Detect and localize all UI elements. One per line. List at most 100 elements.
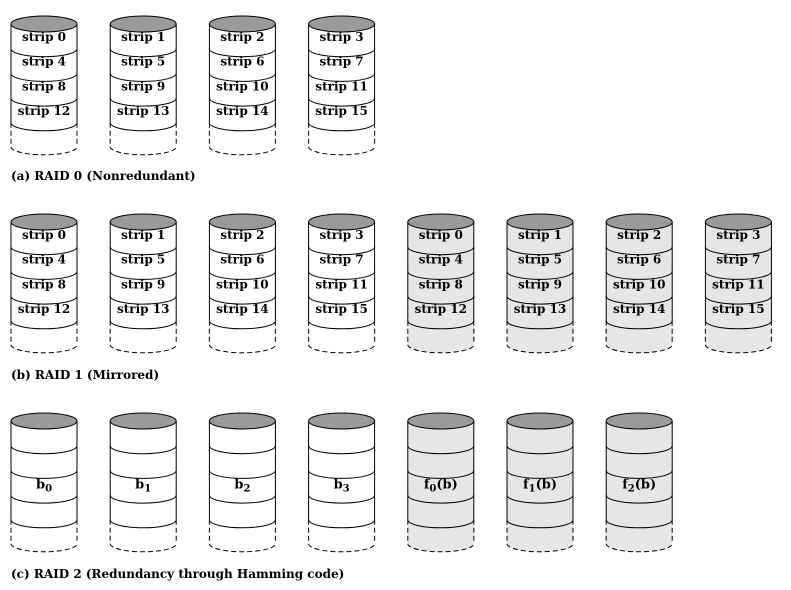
- disk-top-cap: [308, 15, 376, 33]
- strip-label: strip 4: [22, 55, 66, 69]
- strip-label: strip 2: [220, 30, 264, 44]
- strip-label: strip 12: [18, 302, 70, 316]
- disk-tail-bottom: [704, 344, 772, 354]
- strip-label: strip 7: [320, 55, 364, 69]
- disk-body-fill: [308, 24, 375, 155]
- disk-band-divider: [407, 271, 475, 280]
- disk-body-fill: [507, 222, 573, 353]
- disk-band-divider: [208, 97, 276, 107]
- disk-band-divider: [109, 73, 177, 82]
- strip-label: strip 8: [419, 277, 463, 291]
- disk-band-divider: [10, 320, 78, 330]
- disk-band-divider: [407, 470, 475, 479]
- disk-tail-bottom: [407, 344, 475, 354]
- disk-tail-bottom: [407, 543, 475, 553]
- bit-label: b1: [135, 477, 151, 494]
- disk-band-divider: [506, 519, 574, 529]
- disk-band-divider: [308, 246, 376, 256]
- disk-band-divider: [308, 122, 376, 132]
- disk-band-divider: [506, 445, 574, 455]
- strip-label: strip 0: [419, 228, 463, 242]
- disk-band-divider: [10, 494, 78, 504]
- disk-band-divider: [308, 97, 376, 107]
- disk-top-cap: [704, 213, 772, 231]
- strip-label: strip 11: [315, 277, 367, 291]
- disk-band-divider: [208, 271, 276, 280]
- strip-label: strip 11: [712, 277, 764, 291]
- disk-band-divider: [10, 271, 78, 280]
- data-disk: b0: [10, 412, 78, 553]
- disk-top-cap: [407, 412, 475, 430]
- disk-band-divider: [605, 494, 673, 504]
- strip-label: strip 6: [617, 253, 661, 267]
- disk-band-divider: [10, 519, 78, 529]
- disk-top-cap: [10, 213, 78, 231]
- disk-body-fill: [209, 222, 276, 353]
- raid-section-2: strip 0 strip 4 strip 8 strip 12 strip 1stri…: [10, 213, 772, 382]
- disk-band-divider: [308, 445, 376, 455]
- bit-label: b2: [234, 477, 250, 494]
- disk-body-fill: [209, 24, 276, 155]
- disk-band-divider: [109, 122, 177, 132]
- disk-top-cap: [10, 412, 78, 430]
- disk-body-fill: [606, 421, 673, 552]
- strip-label: strip 7: [716, 253, 760, 267]
- disk-band-divider: [605, 320, 673, 330]
- disk-band-divider: [407, 320, 475, 330]
- disk-band-divider: [308, 48, 376, 58]
- disk-top-cap: [506, 412, 574, 430]
- redundant-disk: f1(b): [506, 412, 574, 553]
- disk-band-divider: [308, 494, 376, 504]
- disk-band-divider: [208, 470, 276, 479]
- disk-top-cap: [109, 15, 177, 33]
- disk-band-divider: [109, 271, 177, 280]
- disk-top-cap: [10, 15, 78, 33]
- disk-band-divider: [109, 470, 177, 479]
- disk-tail-bottom: [506, 344, 574, 354]
- strip-label: strip 4: [419, 253, 463, 267]
- disk-tail-bottom: [208, 344, 276, 354]
- strip-label: strip 9: [121, 79, 165, 93]
- disk-band-divider: [109, 494, 177, 504]
- strip-label: strip 3: [320, 30, 364, 44]
- strip-label: strip 8: [22, 277, 66, 291]
- strip-label: strip 5: [518, 253, 562, 267]
- bit-label: b3: [334, 477, 350, 494]
- strip-label: strip 5: [121, 253, 165, 267]
- bit-label: f2(b): [622, 477, 656, 494]
- disk-band-divider: [506, 320, 574, 330]
- disk-band-divider: [506, 470, 574, 479]
- disk-body-fill: [407, 222, 474, 353]
- strip-label: strip 9: [121, 277, 165, 291]
- disk-band-divider: [109, 97, 177, 107]
- strip-label: strip 13: [514, 302, 566, 316]
- disk-band-divider: [605, 445, 673, 455]
- disk-band-divider: [506, 246, 574, 256]
- disk-band-divider: [208, 320, 276, 330]
- disk-tail-bottom: [605, 543, 673, 553]
- disk-top-cap: [407, 213, 475, 231]
- disk-tail-bottom: [10, 146, 78, 156]
- disk-band-divider: [506, 295, 574, 305]
- disk-band-divider: [10, 97, 78, 107]
- disk-tail-bottom: [308, 146, 376, 156]
- strip-label: strip 4: [22, 253, 66, 267]
- strip-label: strip 6: [220, 55, 264, 69]
- disk-band-divider: [10, 246, 78, 256]
- disk-tail-bottom: [109, 146, 177, 156]
- disk-band-divider: [10, 122, 78, 132]
- strip-label: strip 2: [617, 228, 661, 242]
- strip-label: strip 1: [121, 30, 165, 44]
- bit-label: f1(b): [523, 477, 557, 494]
- disk-band-divider: [208, 73, 276, 82]
- disk-band-divider: [109, 519, 177, 529]
- disk-band-divider: [308, 470, 376, 479]
